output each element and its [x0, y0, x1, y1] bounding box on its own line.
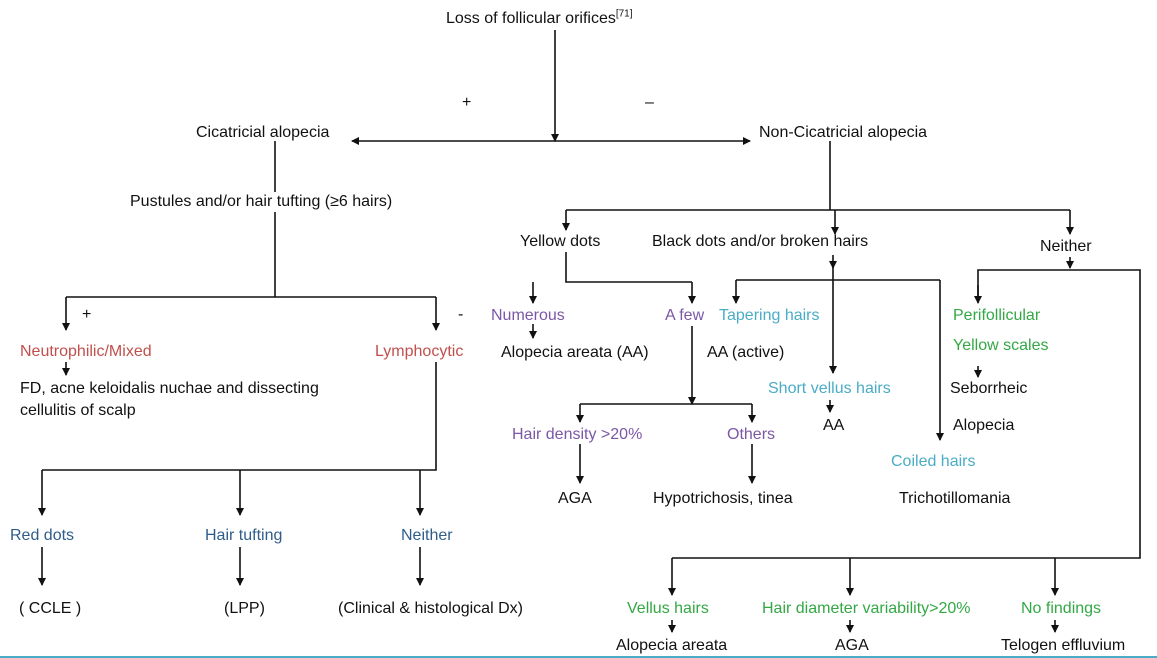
aa-diagnosis: AA — [823, 417, 845, 434]
connector-21 — [565, 252, 692, 283]
lpp-diagnosis: (LPP) — [224, 600, 265, 617]
cicatricial-neither-node: Neither — [401, 527, 453, 544]
root-node: Loss of follicular orifices[71] — [446, 8, 633, 27]
neutrophilic-node: Neutrophilic/Mixed — [20, 343, 152, 360]
red-dots-node: Red dots — [10, 527, 75, 544]
trichotillomania-diagnosis: Trichotillomania — [899, 490, 1011, 507]
short-vellus-hairs-node: Short vellus hairs — [768, 380, 891, 397]
others-node: Others — [727, 426, 776, 443]
hair-diameter-node: Hair diameter variability>20% — [762, 600, 971, 617]
pustules-question-node: Pustules and/or hair tufting (≥6 hairs) — [130, 193, 393, 210]
numerous-node: Numerous — [491, 307, 565, 324]
bottom-rule — [0, 656, 1157, 658]
alopecia-areata-diagnosis: Alopecia areata (AA) — [501, 344, 649, 361]
noncicatricial-alopecia-node: Non-Cicatricial alopecia — [759, 124, 928, 141]
perifollicular-node: Perifollicular — [953, 307, 1041, 324]
minus-sign-2: - — [458, 306, 464, 323]
aga-diagnosis-2: AGA — [835, 637, 869, 654]
a-few-node: A few — [665, 307, 705, 324]
plus-sign: + — [462, 94, 472, 111]
yellow-dots-node: Yellow dots — [520, 233, 601, 250]
tapering-hairs-node: Tapering hairs — [719, 307, 820, 324]
ccle-diagnosis: ( CCLE ) — [19, 600, 82, 617]
alopecia-diagnosis: Alopecia — [953, 417, 1015, 434]
connector-9 — [42, 362, 437, 471]
no-findings-node: No findings — [1021, 600, 1102, 617]
hypotrichosis-diagnosis: Hypotrichosis, tinea — [653, 490, 793, 507]
cicatricial-alopecia-node: Cicatricial alopecia — [196, 124, 330, 141]
aga-diagnosis-1: AGA — [558, 490, 592, 507]
alopecia-areata-diagnosis-2: Alopecia areata — [616, 637, 728, 654]
lymphocytic-node: Lymphocytic — [375, 343, 464, 360]
plus-sign-2: + — [82, 306, 92, 323]
minus-sign: – — [645, 94, 654, 111]
seborrheic-diagnosis: Seborrheic — [950, 380, 1028, 397]
aa-active-diagnosis: AA (active) — [707, 344, 785, 361]
neutrophilic-diagnosis: FD, acne keloidalis nuchae and dissectin… — [20, 380, 319, 419]
noncicatricial-neither-node: Neither — [1040, 238, 1092, 255]
coiled-hairs-node: Coiled hairs — [891, 453, 976, 470]
black-dots-node: Black dots and/or broken hairs — [652, 233, 869, 250]
connector-38 — [672, 269, 1141, 559]
clinical-histological-diagnosis: (Clinical & histological Dx) — [338, 600, 523, 617]
yellow-scales-node: Yellow scales — [953, 337, 1049, 354]
hair-density-node: Hair density >20% — [512, 426, 643, 443]
hair-tufting-node: Hair tufting — [205, 527, 283, 544]
vellus-hairs-node: Vellus hairs — [627, 600, 709, 617]
telogen-effluvium-diagnosis: Telogen effluvium — [1001, 637, 1126, 654]
